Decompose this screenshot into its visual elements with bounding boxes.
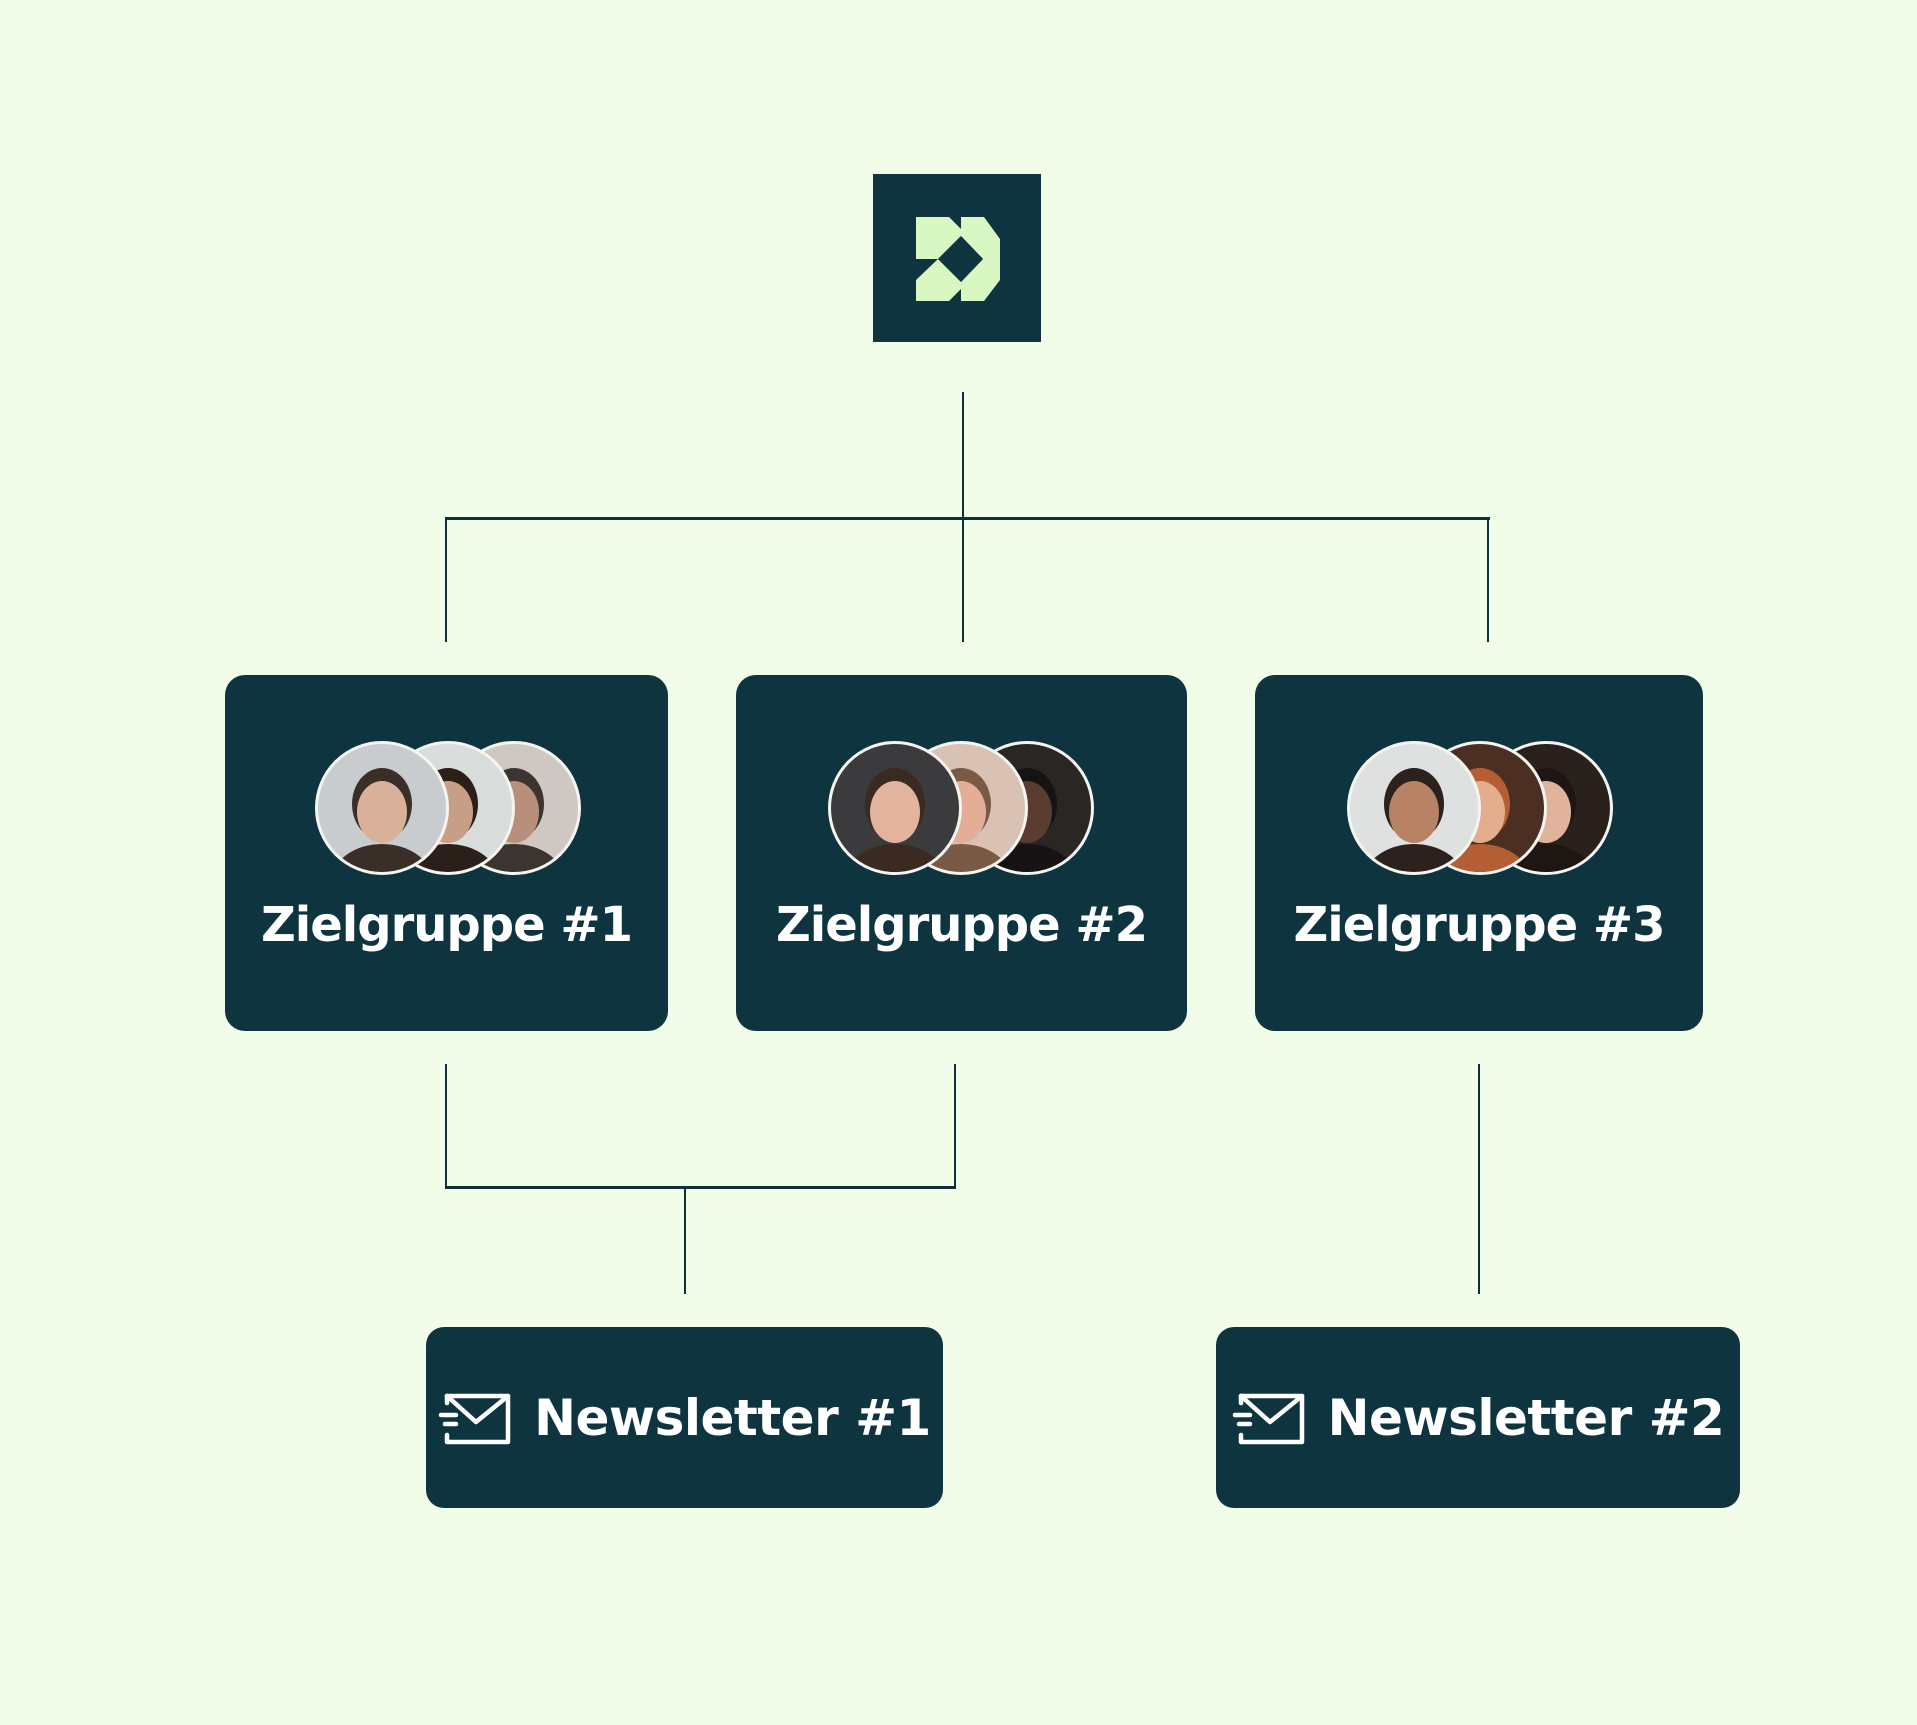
- newsletter-title: Newsletter #1: [534, 1388, 931, 1447]
- avatar-group: [1347, 741, 1613, 875]
- audience-card-3[interactable]: Zielgruppe #3: [1255, 675, 1703, 1031]
- avatar: [315, 741, 449, 875]
- brand-logo-chevron-icon: [916, 217, 1000, 301]
- avatar: [828, 741, 962, 875]
- audience-card-2[interactable]: Zielgruppe #2: [736, 675, 1187, 1031]
- avatar: [1347, 741, 1481, 875]
- send-mail-icon: [1232, 1393, 1304, 1444]
- newsletter-card-1[interactable]: Newsletter #1: [426, 1327, 943, 1508]
- newsletter-card-2[interactable]: Newsletter #2: [1216, 1327, 1740, 1508]
- connector-audience-2-down: [954, 1064, 956, 1189]
- avatar-group: [828, 741, 1094, 875]
- newsletter-title: Newsletter #2: [1327, 1388, 1725, 1447]
- audience-title: Zielgruppe #3: [1293, 897, 1665, 953]
- audience-card-1[interactable]: Zielgruppe #1: [225, 675, 668, 1031]
- connector-merge-horizontal: [445, 1186, 956, 1189]
- connector-top-horizontal: [445, 517, 1490, 520]
- connector-audience-3-to-newsletter-2: [1478, 1064, 1480, 1294]
- audience-title: Zielgruppe #2: [775, 897, 1148, 953]
- avatar-group: [315, 741, 581, 875]
- connector-to-newsletter-1: [684, 1186, 686, 1294]
- connector-audience-1-down: [445, 1064, 447, 1189]
- send-mail-icon: [438, 1393, 511, 1444]
- connector-to-audience-3: [1487, 517, 1489, 642]
- connector-to-audience-1: [445, 517, 447, 642]
- brand-logo: [873, 174, 1041, 342]
- audience-title: Zielgruppe #1: [260, 897, 633, 953]
